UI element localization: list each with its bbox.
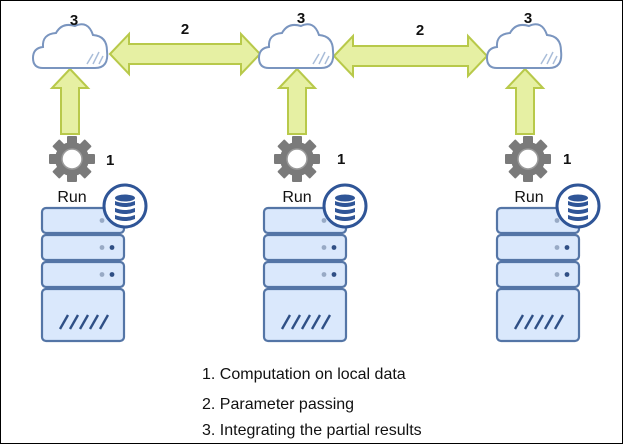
gear-icon <box>273 135 321 183</box>
database-icon <box>555 183 601 229</box>
cloud-label: 3 <box>70 12 78 29</box>
cloud-label: 3 <box>297 10 305 27</box>
gear-label: 1 <box>106 152 114 169</box>
database-icon <box>102 183 148 229</box>
run-label: Run <box>57 189 86 206</box>
server-icon <box>262 206 348 343</box>
cloud-label: 3 <box>524 10 532 27</box>
legend-item: 2. Parameter passing <box>202 396 355 413</box>
link-arrow-2 <box>332 33 489 79</box>
legend-item: 3. Integrating the partial results <box>202 422 422 439</box>
run-label: Run <box>282 189 311 206</box>
link-label-2: 2 <box>416 22 424 39</box>
server-icon <box>495 206 581 343</box>
legend-item: 1. Computation on local data <box>202 366 406 383</box>
link-arrow-1 <box>108 31 262 77</box>
cloud-icon <box>32 23 109 70</box>
gear-label: 1 <box>337 151 345 168</box>
cloud-icon <box>486 23 563 70</box>
upload-arrow-3 <box>504 67 546 135</box>
run-label: Run <box>514 189 543 206</box>
server-icon <box>40 206 126 343</box>
database-icon <box>322 183 368 229</box>
cloud-icon <box>258 23 335 70</box>
gear-icon <box>48 135 96 183</box>
upload-arrow-2 <box>276 67 318 135</box>
gear-icon <box>504 135 552 183</box>
gear-label: 1 <box>563 151 571 168</box>
upload-arrow-1 <box>49 67 91 135</box>
link-label-1: 2 <box>181 21 189 38</box>
